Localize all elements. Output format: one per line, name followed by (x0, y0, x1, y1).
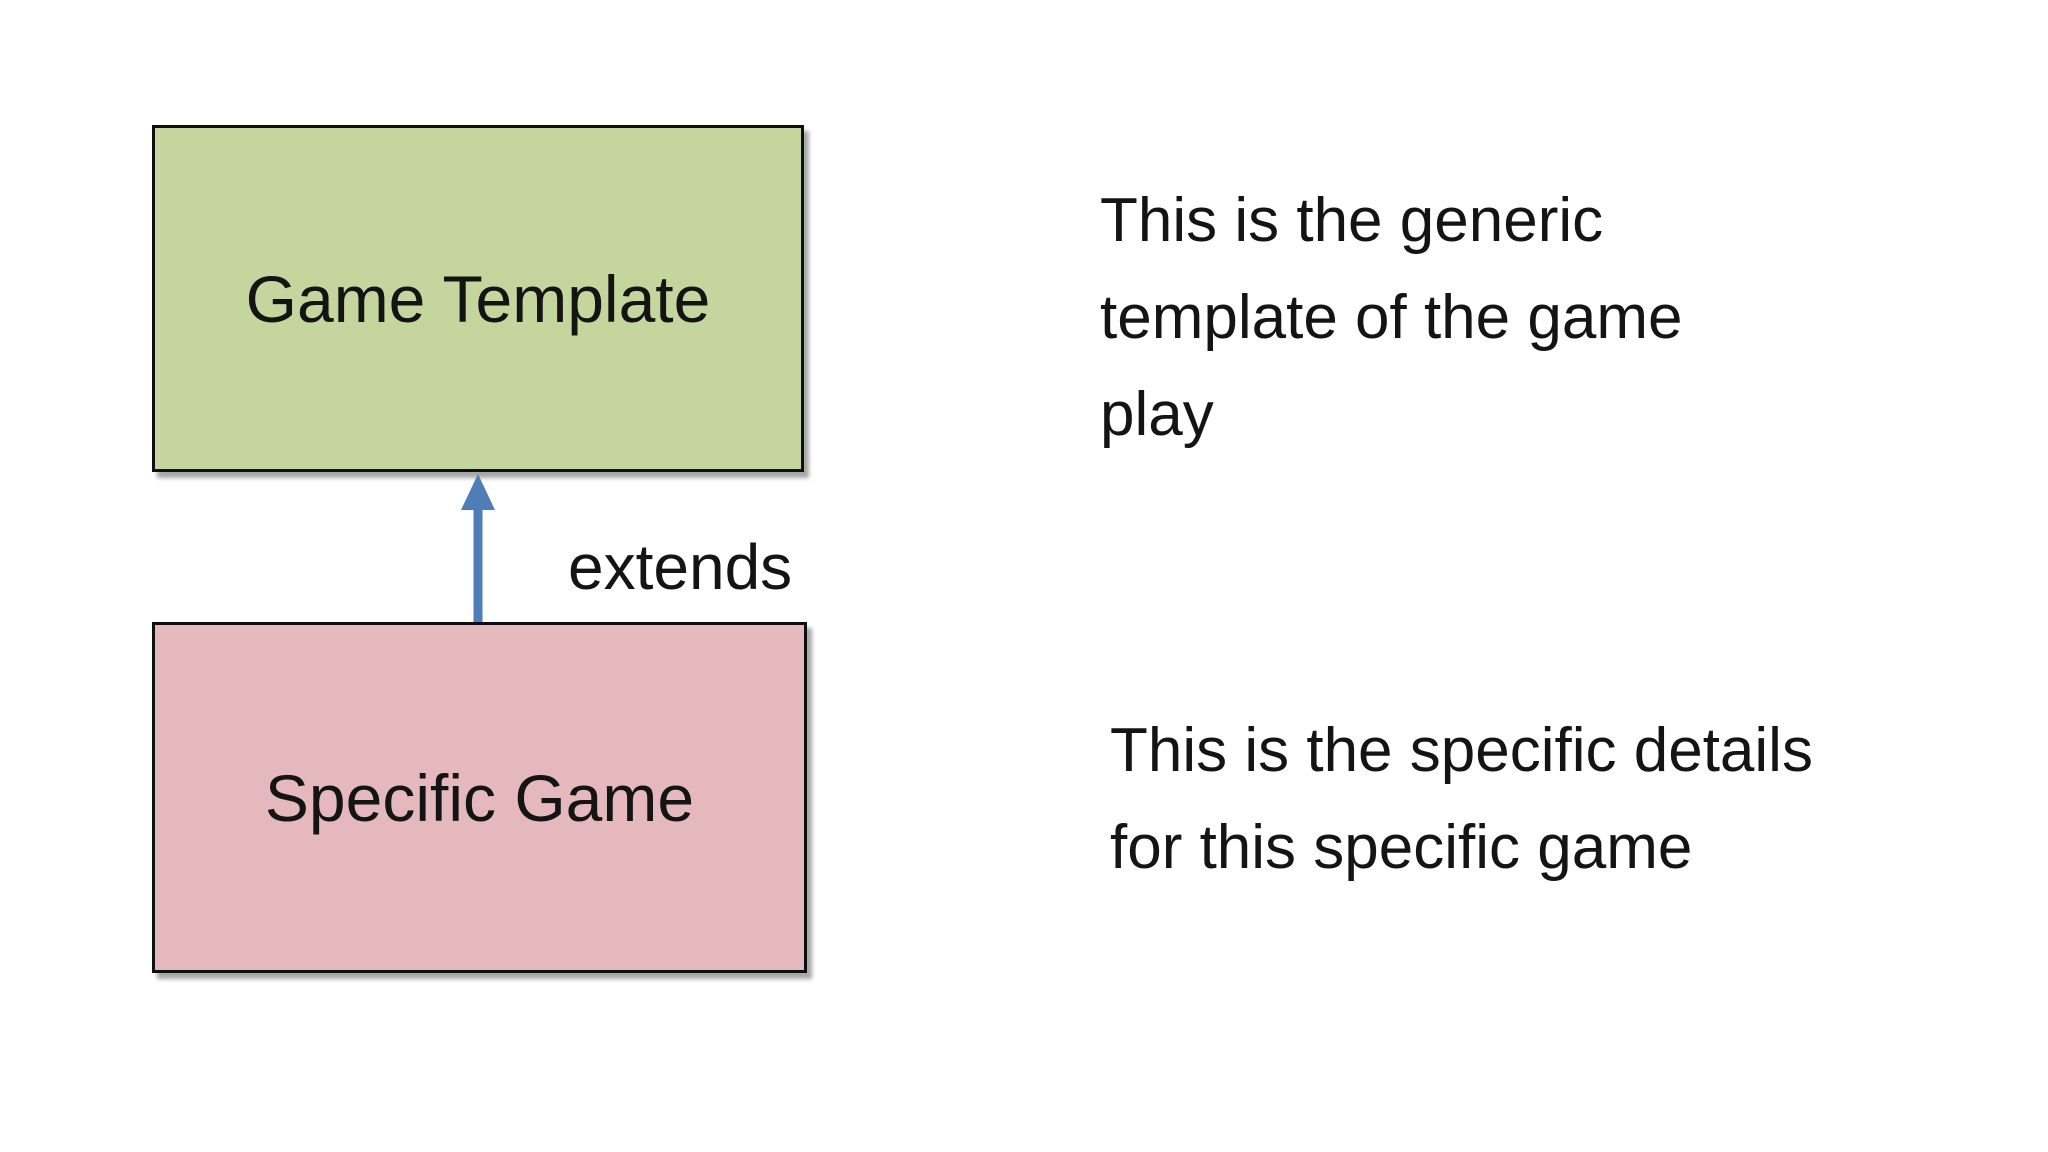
specific-description-line-2: for this specific game (1110, 813, 1693, 882)
template-description-line-1: This is the generic (1100, 186, 1604, 255)
specific-description: This is the specific details for this sp… (1110, 702, 1813, 896)
arrow-shaft (473, 506, 483, 625)
specific-description-line-1: This is the specific details (1110, 716, 1813, 785)
arrow-head (461, 474, 495, 510)
template-description: This is the generic template of the game… (1100, 172, 1682, 463)
template-description-line-3: play (1100, 380, 1214, 449)
extends-arrow-icon (461, 474, 495, 625)
extends-label: extends (568, 531, 793, 603)
game-template-box: Game Template (152, 125, 804, 472)
specific-game-box: Specific Game (152, 622, 807, 973)
game-template-label: Game Template (245, 261, 711, 336)
template-description-line-2: template of the game (1100, 283, 1683, 352)
specific-game-label: Specific Game (264, 760, 695, 835)
